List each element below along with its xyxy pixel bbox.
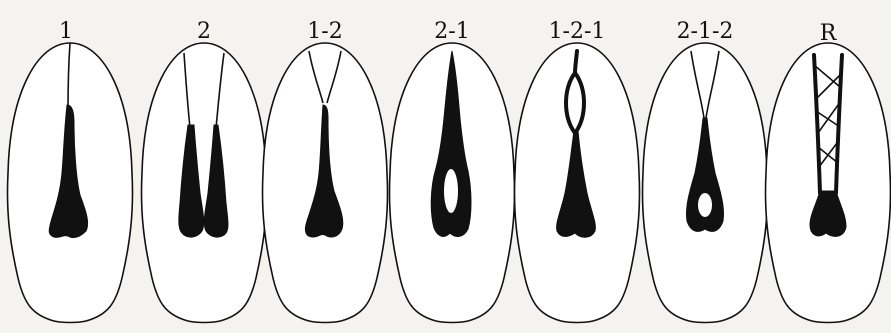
label-type-2: 2	[197, 19, 211, 44]
tooth-outline	[765, 43, 890, 323]
tooth-type-2-1-2	[642, 43, 767, 323]
label-type-1-2: 1-2	[307, 19, 342, 44]
canal-split-gap	[698, 193, 712, 217]
canal-split-gap	[444, 169, 458, 213]
tooth-type-1-2-1	[514, 43, 639, 323]
label-type-2-1-2: 2-1-2	[677, 19, 734, 44]
tooth-outline	[141, 43, 266, 323]
tooth-type-1-2	[262, 43, 387, 323]
tooth-type-2	[141, 43, 266, 323]
label-type-1: 1	[59, 19, 73, 44]
label-type-2-1: 2-1	[434, 19, 469, 44]
canal-apex-line	[575, 51, 577, 73]
label-type-1-2-1: 1-2-1	[549, 19, 606, 44]
tooth-type-2-1	[389, 43, 514, 323]
tooth-type-r	[765, 43, 890, 323]
tooth-type-1	[7, 43, 132, 323]
